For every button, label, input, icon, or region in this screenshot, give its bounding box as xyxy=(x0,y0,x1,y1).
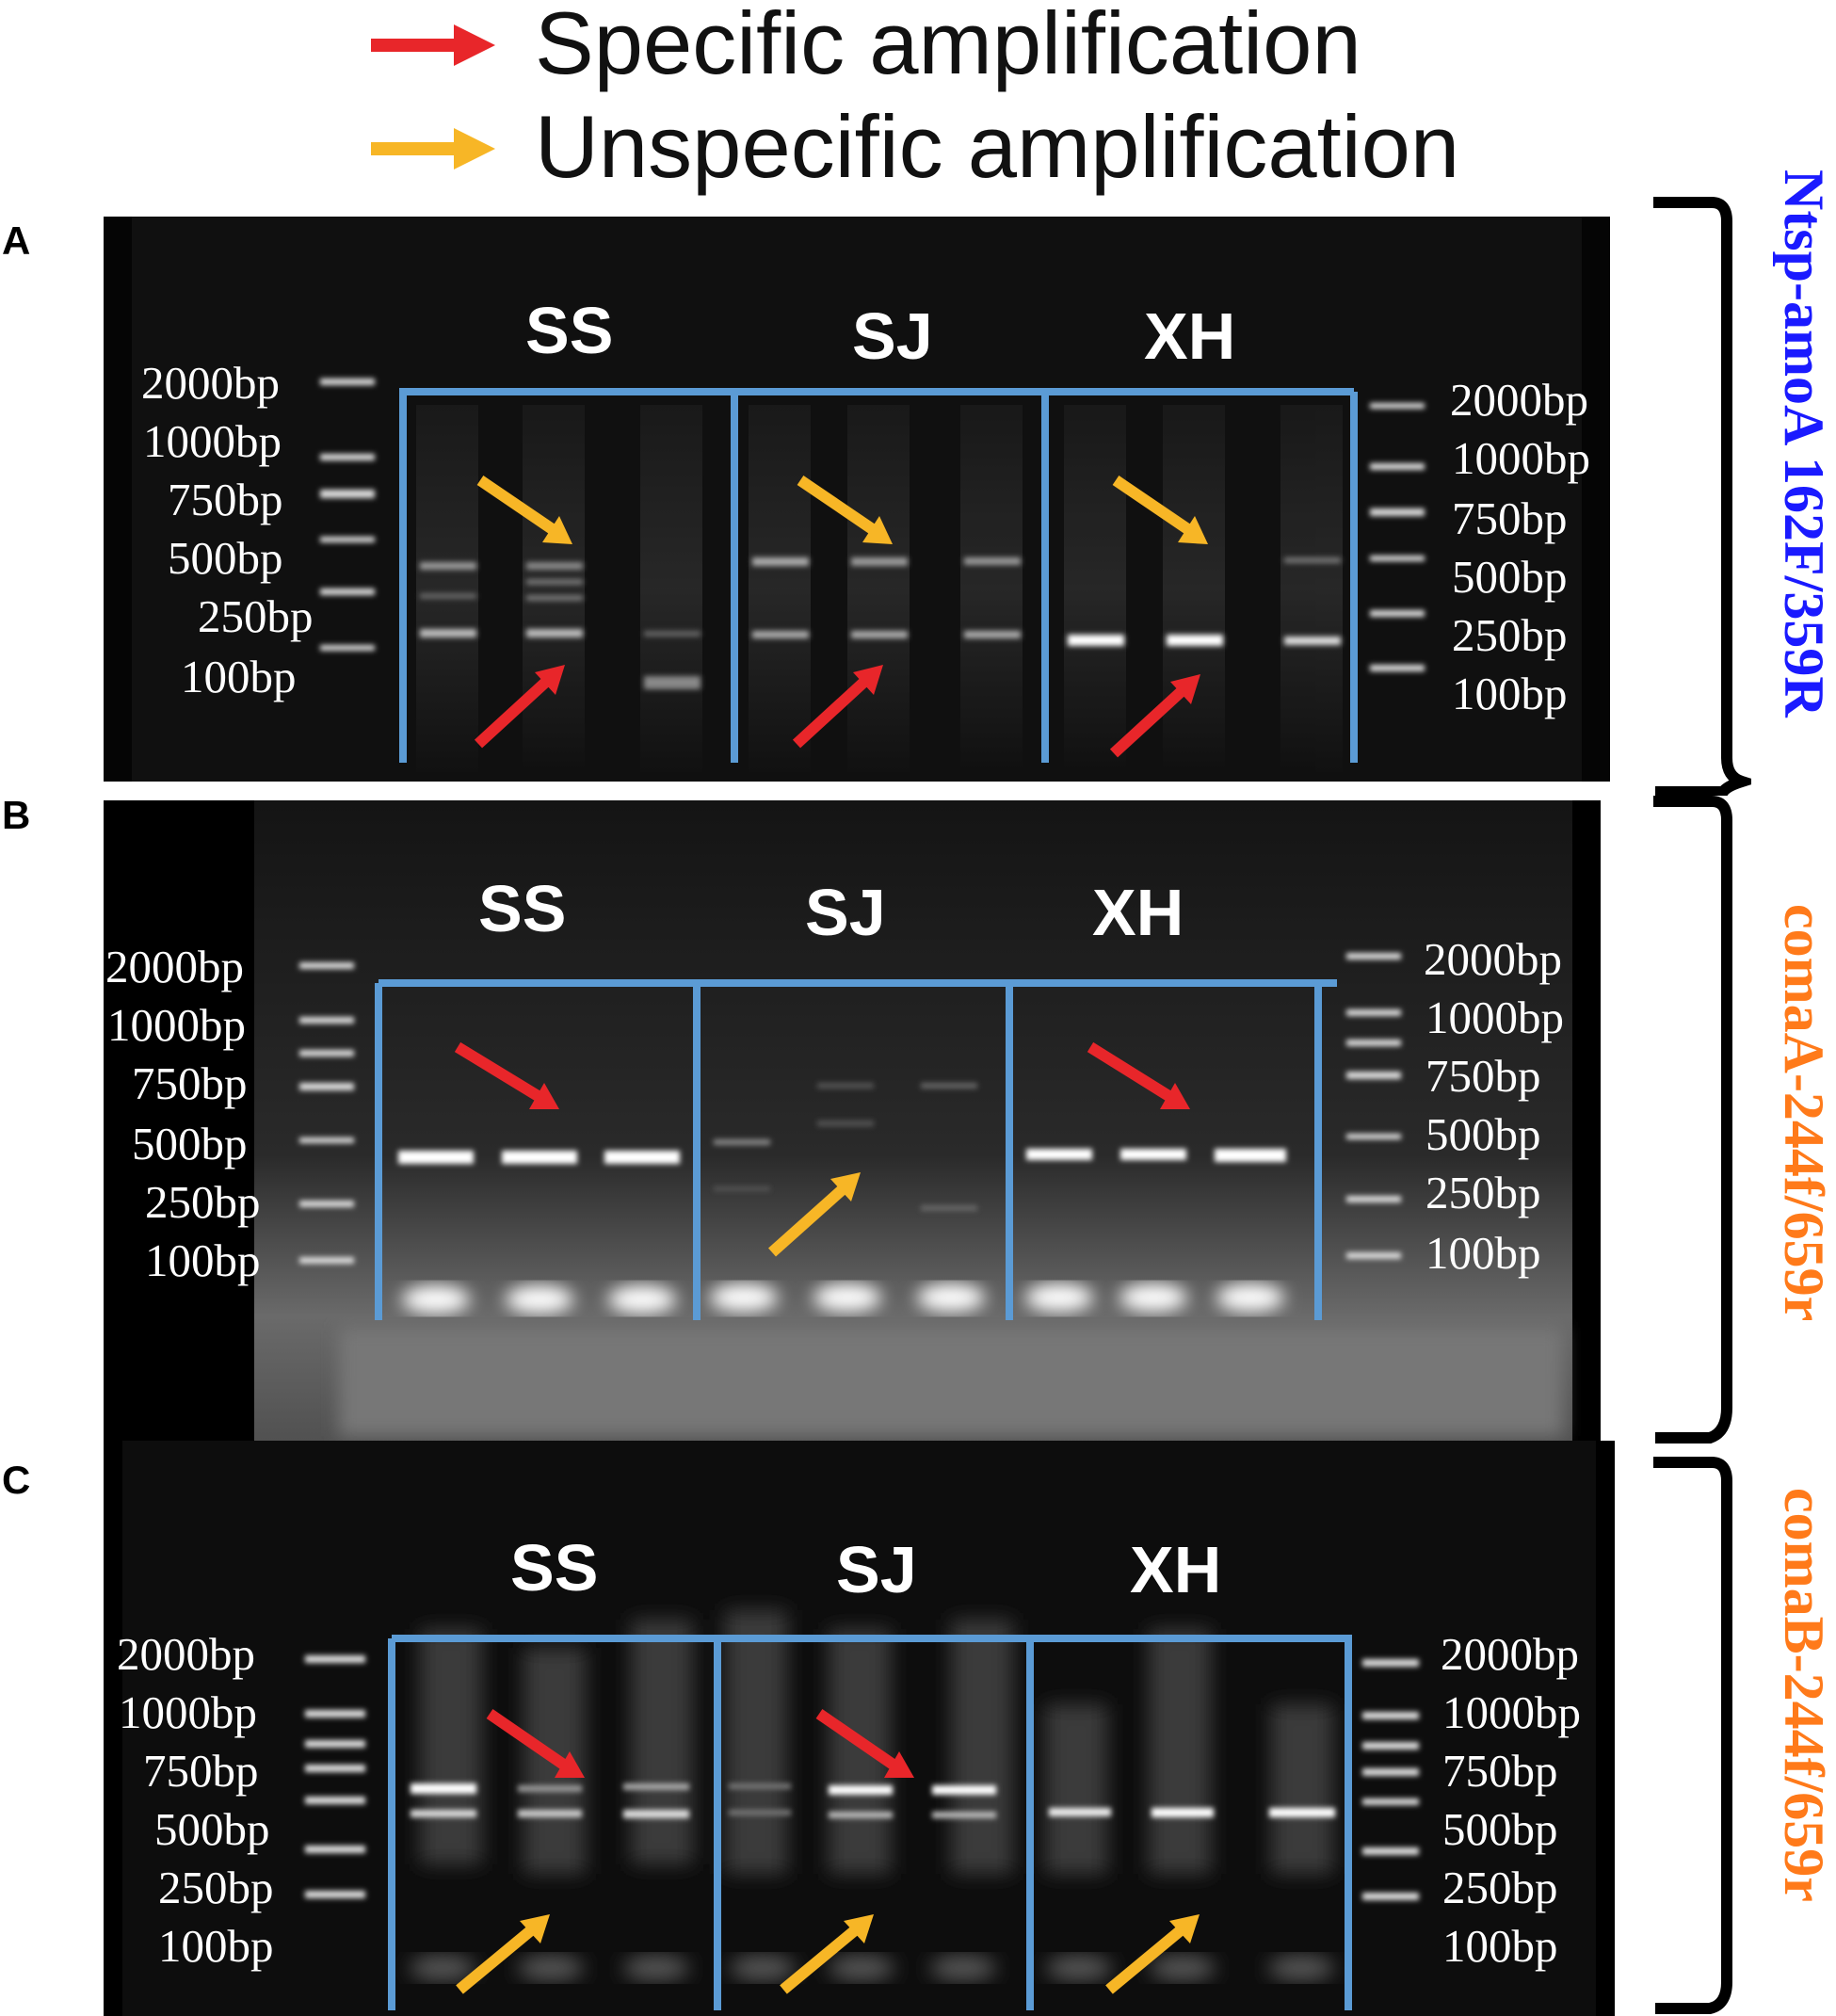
ladder-left-2000-a: 2000bp xyxy=(141,357,280,409)
group-label-xh-c: XH xyxy=(1130,1533,1222,1606)
group-label-ss-b: SS xyxy=(478,872,567,945)
bracket-c xyxy=(1653,1457,1732,2014)
primer-label-c: comaB-244f/659r xyxy=(1773,1488,1835,1902)
ladder-left-100-b: 100bp xyxy=(145,1234,261,1286)
red-arrow-icon xyxy=(371,24,495,66)
group-label-ss-c: SS xyxy=(510,1531,599,1605)
ladder-left-1000-c: 1000bp xyxy=(119,1686,257,1738)
ladder-left-2000-b: 2000bp xyxy=(105,941,244,992)
gel-image-c: SS SJ XH 2000bp 1000bp 750bp 500bp 250bp… xyxy=(104,1441,1615,2016)
ladder-right-500-c: 500bp xyxy=(1442,1803,1558,1855)
ladder-right-750-c: 750bp xyxy=(1442,1745,1558,1797)
group-label-xh-a: XH xyxy=(1144,299,1236,373)
ladder-right-1000-b: 1000bp xyxy=(1425,992,1564,1043)
group-label-ss-a: SS xyxy=(525,294,614,367)
ladder-left-750-a: 750bp xyxy=(168,474,283,525)
ladder-right-250-b: 250bp xyxy=(1425,1167,1541,1218)
ladder-right-2000-c: 2000bp xyxy=(1441,1628,1579,1680)
arrows-a xyxy=(474,476,1208,758)
group-label-xh-b: XH xyxy=(1092,876,1184,949)
ladder-right-750-b: 750bp xyxy=(1425,1050,1541,1102)
ladder-left-500-c: 500bp xyxy=(154,1803,270,1855)
gel-image-b: SS SJ XH 2000bp 1000bp 750bp 500bp 250bp… xyxy=(104,800,1601,1445)
group-label-sj-c: SJ xyxy=(836,1533,917,1606)
ladder-right-250-a: 250bp xyxy=(1452,609,1568,661)
ladder-left-750-c: 750bp xyxy=(143,1745,259,1797)
ladder-left-100-c: 100bp xyxy=(158,1920,274,1972)
ladder-right-2000-b: 2000bp xyxy=(1424,933,1562,985)
primer-label-a: Ntsp-amoA 162F/359R xyxy=(1773,169,1835,718)
ladder-right-1000-a: 1000bp xyxy=(1452,432,1590,484)
legend-unspecific-label: Unspecific amplification xyxy=(535,97,1460,196)
gel-image-a: SS SJ XH 2000bp 1000bp 750bp 500bp 250bp… xyxy=(104,217,1610,782)
ladder-left-500-b: 500bp xyxy=(132,1118,248,1169)
group-label-sj-a: SJ xyxy=(852,299,933,373)
yellow-arrow-icon xyxy=(371,128,495,169)
ladder-left-250-b: 250bp xyxy=(145,1176,261,1228)
ladder-right-750-a: 750bp xyxy=(1452,492,1568,544)
bracket-a xyxy=(1653,197,1751,796)
ladder-left-250-a: 250bp xyxy=(198,590,314,642)
panel-letter-b: B xyxy=(2,793,31,837)
ladder-right-500-b: 500bp xyxy=(1425,1108,1541,1160)
ladder-left-1000-a: 1000bp xyxy=(143,415,282,467)
ladder-right-2000-a: 2000bp xyxy=(1450,374,1588,426)
ladder-right-100-a: 100bp xyxy=(1452,668,1568,719)
ladder-left-750-b: 750bp xyxy=(132,1057,248,1109)
panel-letter-a: A xyxy=(2,218,31,263)
ladder-right-500-a: 500bp xyxy=(1452,551,1568,603)
ladder-left-1000-b: 1000bp xyxy=(107,999,246,1051)
ladder-left-250-c: 250bp xyxy=(158,1862,274,1913)
legend-specific-label: Specific amplification xyxy=(535,0,1361,92)
group-label-sj-b: SJ xyxy=(805,876,886,949)
primer-label-b: comaA-244f/659r xyxy=(1773,904,1835,1322)
ladder-right-100-b: 100bp xyxy=(1425,1227,1541,1279)
ladder-left-500-a: 500bp xyxy=(168,532,283,584)
ladder-left-2000-c: 2000bp xyxy=(117,1628,255,1680)
ladder-left-100-a: 100bp xyxy=(181,651,297,702)
panel-letter-c: C xyxy=(2,1458,31,1502)
ladder-right-1000-c: 1000bp xyxy=(1442,1686,1581,1738)
ladder-right-100-c: 100bp xyxy=(1442,1920,1558,1972)
ladder-right-250-c: 250bp xyxy=(1442,1862,1558,1913)
bracket-b xyxy=(1653,796,1732,1443)
